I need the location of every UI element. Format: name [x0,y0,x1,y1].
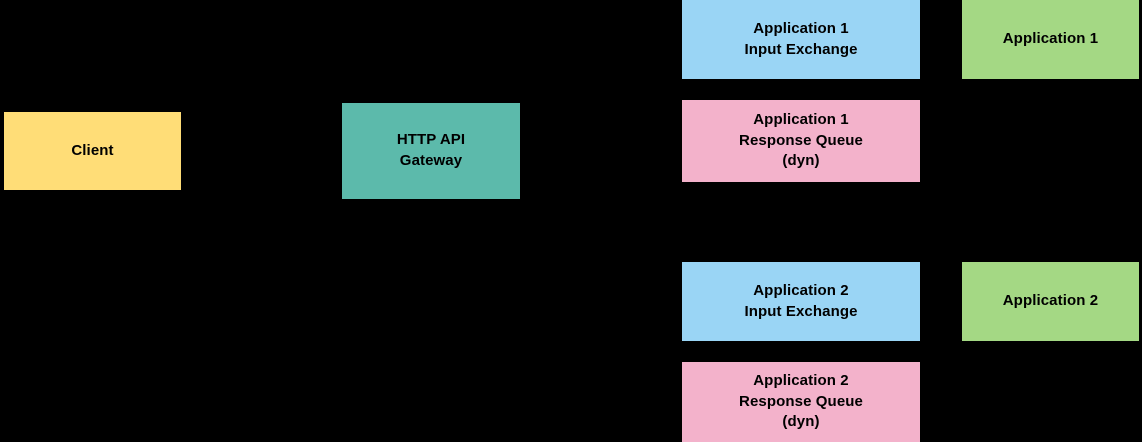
node-http-api-gateway[interactable]: HTTP API Gateway [342,103,520,199]
node-label-client: Client [71,141,114,159]
node-application-2[interactable]: Application 2 [962,262,1139,341]
node-application-2-response-queue[interactable]: Application 2 Response Queue (dyn) [682,362,920,442]
node-label-application-2-response-queue: Application 2 Response Queue (dyn) [739,372,863,431]
node-label-application-1-response-queue: Application 1 Response Queue (dyn) [739,111,863,170]
node-application-1-response-queue[interactable]: Application 1 Response Queue (dyn) [682,100,920,182]
node-label-application-2-input-exchange: Application 2 Input Exchange [744,281,858,320]
node-application-1[interactable]: Application 1 [962,0,1139,79]
node-application-2-input-exchange[interactable]: Application 2 Input Exchange [682,262,920,341]
node-label-http-api-gateway: HTTP API Gateway [396,131,466,169]
node-client[interactable]: Client [4,112,181,190]
node-label-application-1: Application 1 [1002,30,1099,48]
node-label-application-2: Application 2 [1002,292,1099,310]
node-application-1-input-exchange[interactable]: Application 1 Input Exchange [682,0,920,79]
node-label-application-1-input-exchange: Application 1 Input Exchange [744,19,858,58]
